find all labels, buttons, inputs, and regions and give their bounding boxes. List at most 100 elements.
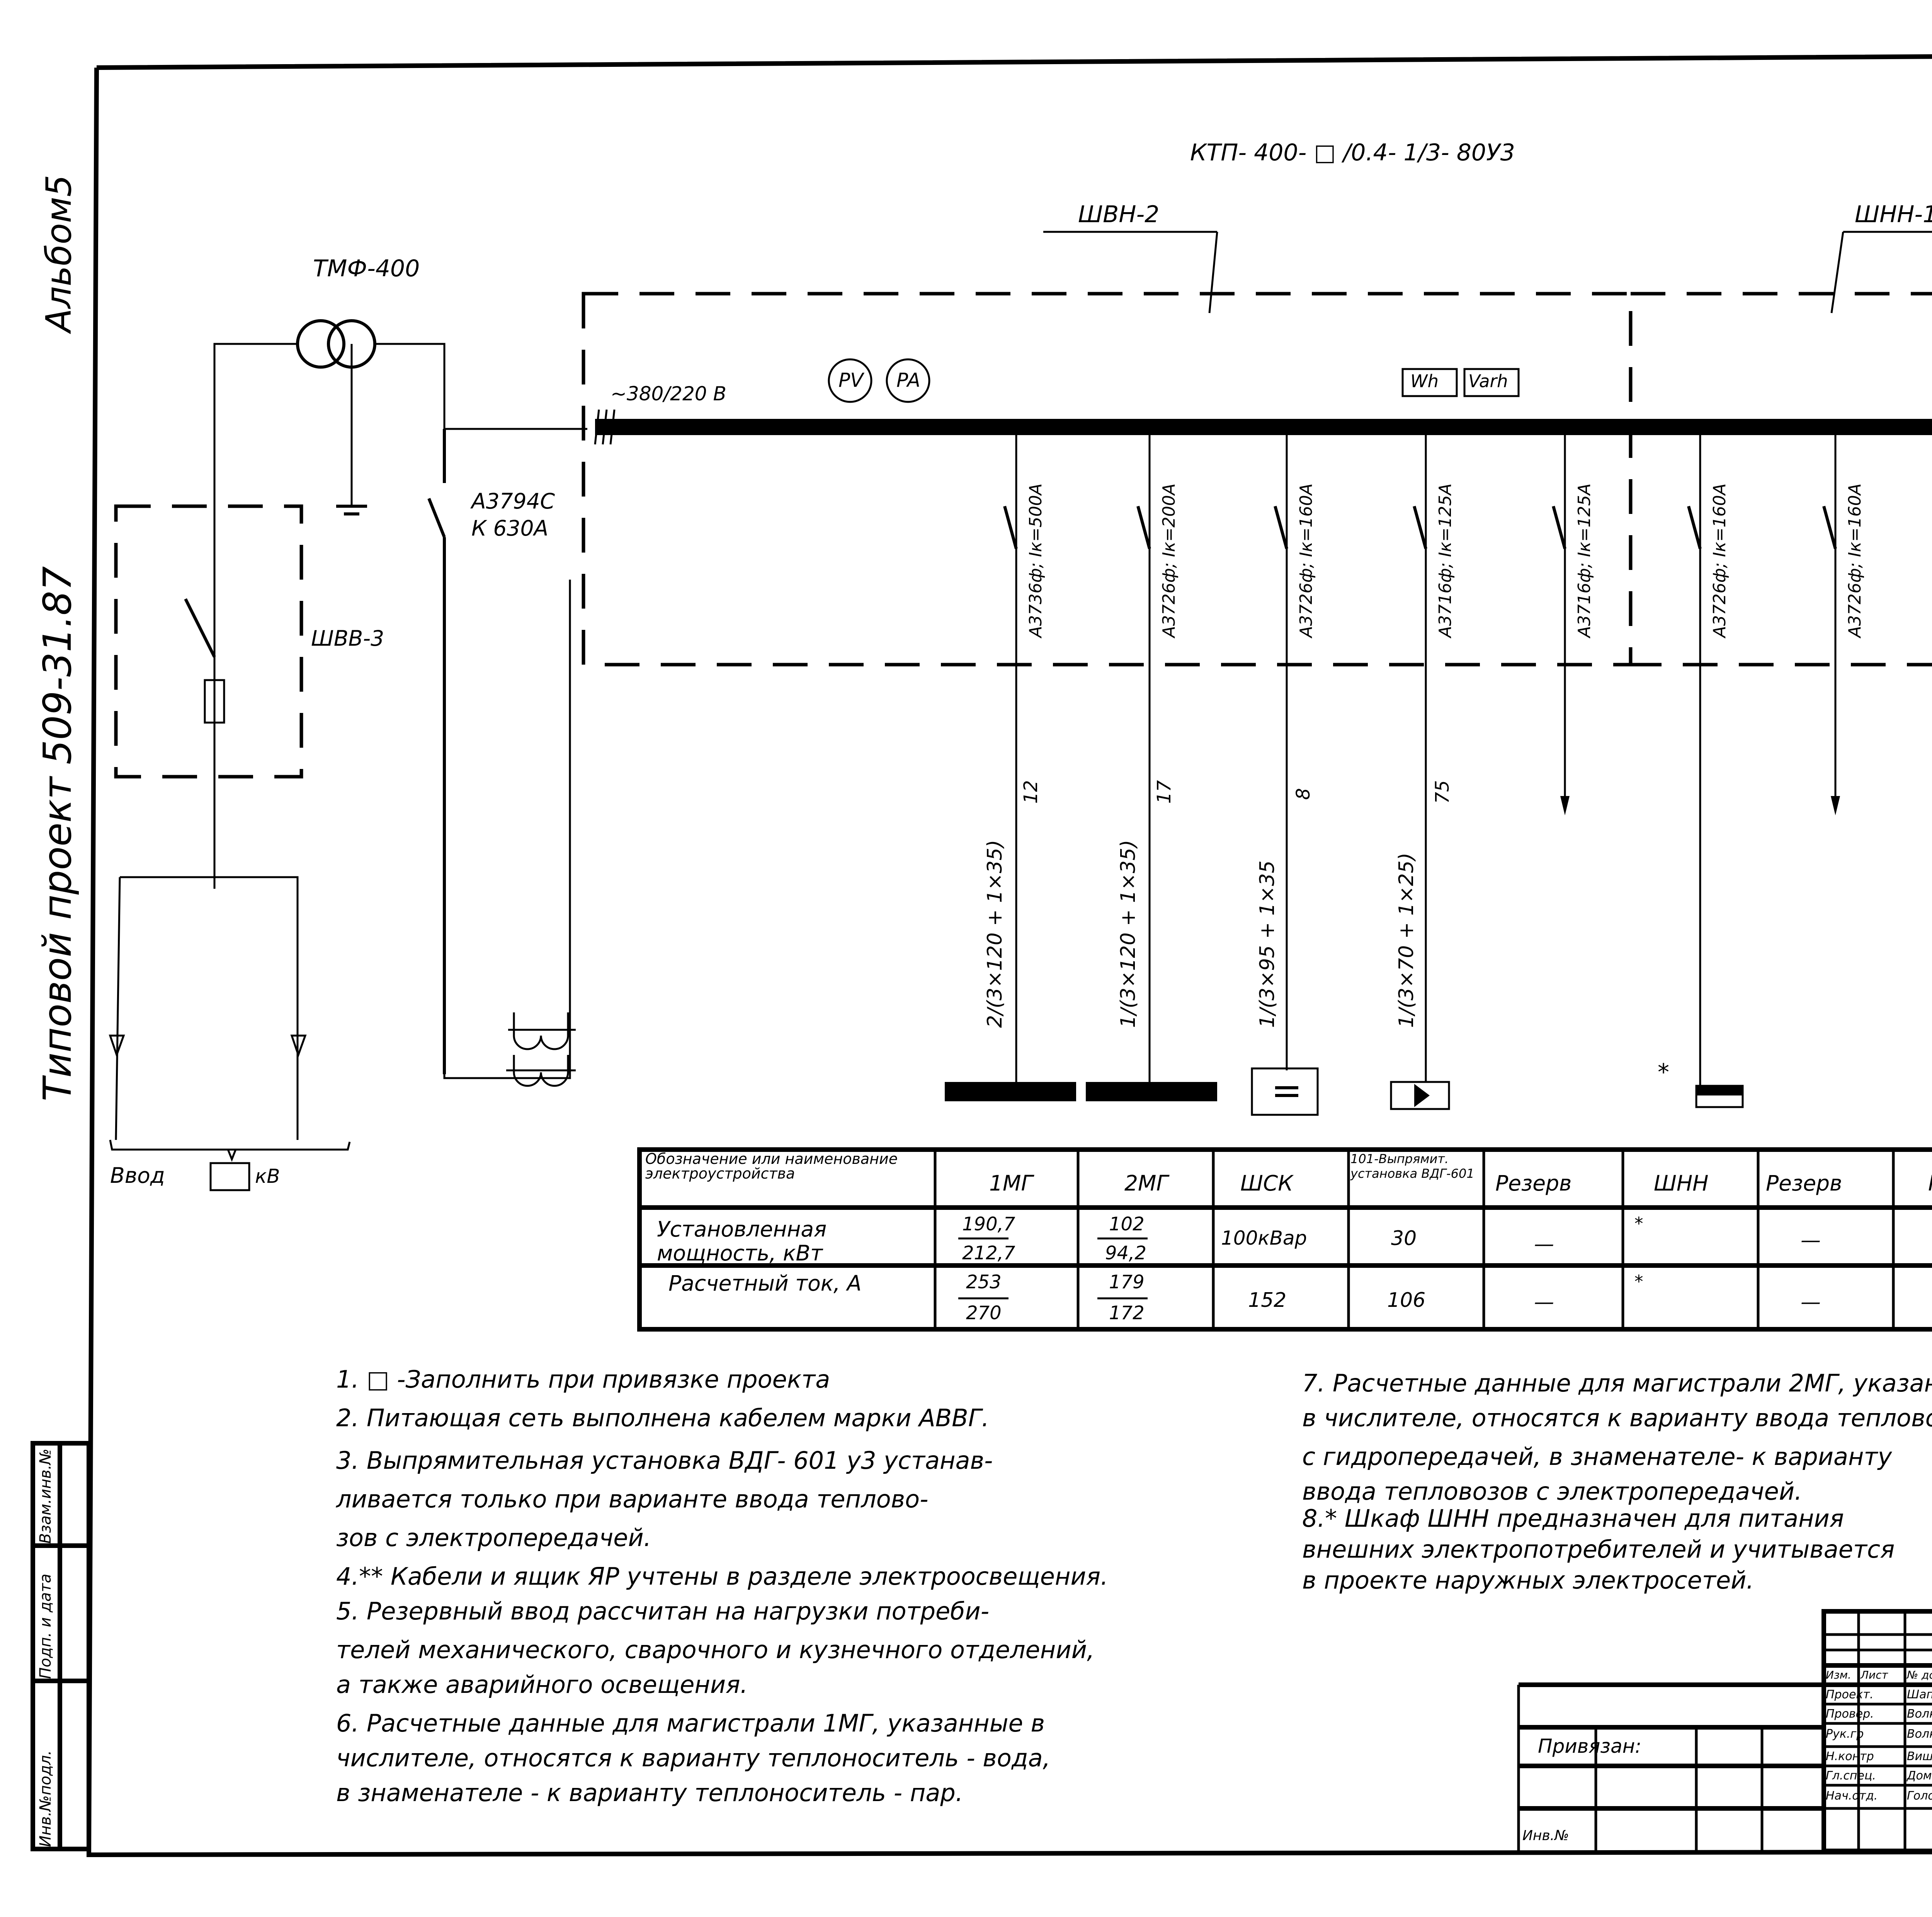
signer-role: Проект. [1826, 1688, 1874, 1701]
hv-fuse-icon [204, 679, 225, 724]
shnn-1-cabinet-outline [1631, 292, 1932, 667]
cable-length: 75 [1432, 780, 1453, 804]
table-header: 2МГ [1124, 1171, 1168, 1196]
note-line: 5. Резервный ввод рассчитан на нагрузки … [336, 1597, 990, 1625]
cable-length: 17 [1153, 780, 1175, 804]
consumer-2mg-busbar-icon [1086, 1082, 1217, 1101]
signer-name: Волкова [1907, 1727, 1932, 1741]
ktp-title: КТП- 400- □ /0.4- 1/3- 80У3 [1190, 139, 1515, 166]
cable-termination-icon [290, 1034, 307, 1058]
cell-value: 179 [1109, 1271, 1145, 1293]
rectifier-icon [1390, 1081, 1450, 1110]
note-line: в знаменателе - к варианту теплоноситель… [336, 1779, 963, 1807]
input-brace [109, 1140, 351, 1162]
note-line: с гидропередачей, в знаменателе- к вариа… [1302, 1442, 1892, 1471]
transformer-label: ТМФ-400 [313, 255, 420, 282]
cell-value: * [1634, 1213, 1643, 1234]
load-table-grid [637, 1147, 1932, 1332]
cell-value: — [1801, 1229, 1821, 1252]
signer-role: Рук.гр [1826, 1727, 1864, 1741]
bus-voltage-label: ~380/220 В [611, 383, 726, 405]
table-header: 1МГ [989, 1171, 1033, 1196]
table-header: Резерв [1766, 1171, 1842, 1196]
cell-value: 172 [1109, 1302, 1145, 1324]
table-header: ШСК [1240, 1171, 1293, 1196]
signer-name: Голодник [1907, 1789, 1932, 1803]
consumer-1mg-busbar-icon [945, 1082, 1076, 1101]
note-line: 6. Расчетные данные для магистрали 1МГ, … [336, 1709, 1045, 1737]
row-label-rated-current: Расчетный ток, А [668, 1271, 862, 1296]
cell-value: 212,7 [962, 1242, 1015, 1264]
side-stamp-grid [31, 1441, 91, 1851]
cable-length: 12 [1020, 780, 1042, 804]
kv-fill-box [209, 1162, 250, 1191]
bus-hatch [594, 409, 600, 445]
signer-name: Шапошникова [1907, 1688, 1932, 1701]
cell-value: 94,2 [1105, 1242, 1146, 1264]
table-header: ГЩО [1928, 1171, 1932, 1196]
side-stamp-inv-orig: Инв.№подл. [37, 1750, 54, 1847]
shvv-3-cabinet-outline [114, 504, 303, 779]
wh-label: Wh [1410, 371, 1439, 391]
hv-disconnector-icon [184, 598, 216, 658]
main-breaker-type: А3794С [471, 489, 555, 514]
sign-header: Изм. [1826, 1669, 1851, 1681]
shnn-star: * [1658, 1059, 1669, 1086]
note-line: 1. □ -Заполнить при привязке проекта [336, 1365, 830, 1393]
shvn-2-cabinet-outline [582, 292, 1633, 667]
capacitor-shk-icon [1251, 1067, 1319, 1116]
cable-spec: 1/(3×95 + 1×35 [1256, 860, 1279, 1028]
shvv-label: ШВВ-3 [311, 626, 384, 651]
shnn-leader [1830, 231, 1844, 313]
varh-meter-icon [1463, 368, 1520, 397]
wh-meter-icon [1401, 368, 1458, 397]
signer-role: Н.контр [1826, 1750, 1874, 1763]
note-line: 3. Выпрямительная установка ВДГ- 601 у3 … [336, 1446, 993, 1475]
note-line: зов с электропередачей. [336, 1524, 651, 1552]
note-line: числителе, относятся к варианту теплонос… [336, 1744, 1051, 1772]
feeders [1015, 427, 1840, 1090]
drawing-frame [86, 54, 1932, 1857]
main-breaker-icon [427, 498, 446, 538]
cable-length: 8 [1293, 788, 1314, 800]
input-kv-label: кВ [255, 1165, 280, 1187]
note-line: в числителе, относятся к варианту ввода … [1302, 1404, 1932, 1432]
cell-value: 30 [1391, 1227, 1417, 1250]
varh-label: Varh [1468, 371, 1508, 391]
shvn-leader [1208, 231, 1218, 313]
signer-role: Нач.отд. [1826, 1789, 1878, 1803]
input-label: Ввод [110, 1163, 165, 1188]
current-transformer-icon [506, 1055, 576, 1087]
side-stamp-replace-inv: Взам.инв.№ [37, 1448, 54, 1544]
table-header-designation: Обозначение или наименование электроустр… [645, 1150, 898, 1182]
album-label: Альбом5 [39, 175, 79, 332]
main-breaker-return [443, 580, 571, 1079]
shvn-label: ШВН-2 [1078, 201, 1160, 228]
sign-header: № докум. [1907, 1669, 1932, 1681]
row-label-installed-power: Установленная мощность, кВт [657, 1217, 827, 1266]
pv-label: PV [838, 369, 864, 391]
hv-feed-line [213, 343, 298, 889]
cable-spec: 2/(3×120 + 1×35) [983, 840, 1007, 1028]
cable-termination-icon [109, 1034, 125, 1058]
voltmeter-icon [828, 358, 872, 403]
note-line: в проекте наружных электросетей. [1302, 1566, 1754, 1594]
cell-value: 270 [966, 1302, 1002, 1324]
cell-value: 253 [966, 1271, 1002, 1293]
note-line: ввода тепловозов с электропередачей. [1302, 1477, 1802, 1505]
sign-header: Лист [1861, 1669, 1888, 1681]
signer-role: Гл.спец. [1826, 1769, 1876, 1783]
note-line: 7. Расчетные данные для магистрали 2МГ, … [1302, 1369, 1932, 1397]
cell-value: — [1801, 1291, 1821, 1314]
signer-name: Вишневский [1907, 1750, 1932, 1763]
privyazan-label: Привязан: [1538, 1735, 1642, 1757]
cell-value: — [1534, 1233, 1554, 1256]
breaker-switch-icons [1003, 505, 1837, 549]
hv-input-left [115, 877, 121, 1140]
table-header: Резерв [1495, 1171, 1572, 1196]
signer-role: Провер. [1826, 1707, 1874, 1721]
note-line: телей механического, сварочного и кузнеч… [336, 1636, 1095, 1664]
cell-value: — [1534, 1291, 1554, 1314]
breaker-label: А3726ф; Iк=160А [1710, 483, 1730, 638]
